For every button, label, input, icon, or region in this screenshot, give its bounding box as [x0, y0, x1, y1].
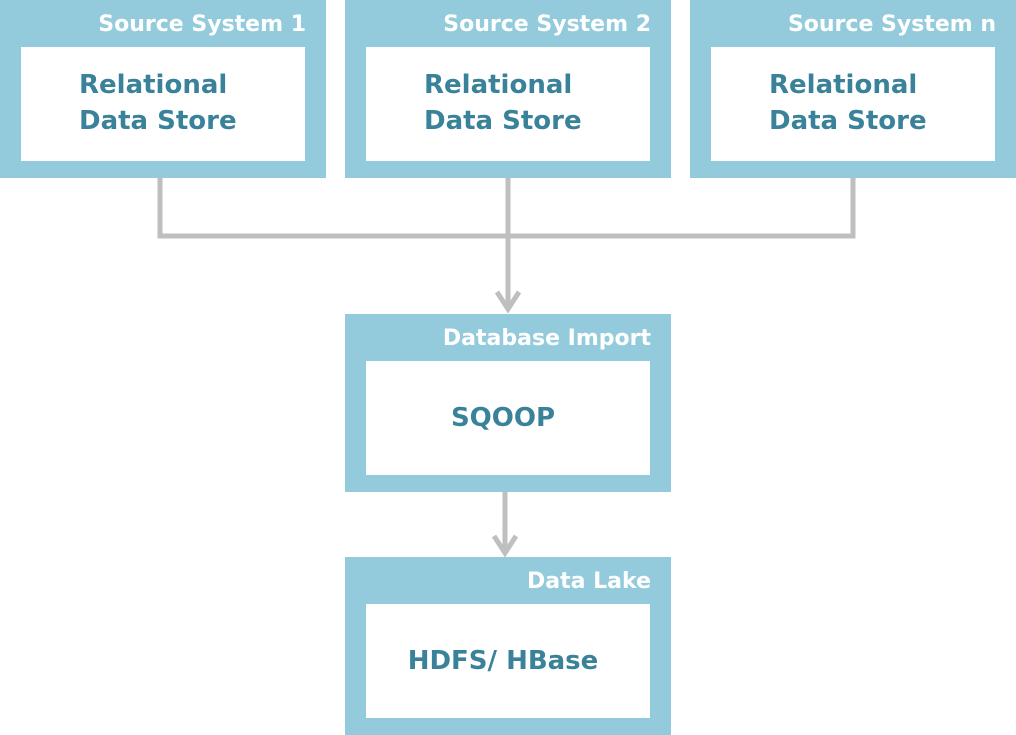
- source-system-n-title: Source System n: [787, 12, 996, 37]
- arrow-head-import: [494, 290, 522, 314]
- source-system-2-title: Source System 2: [443, 12, 651, 37]
- database-import-box: Database Import SQOOP: [345, 314, 671, 492]
- source-system-n-line-2: Data Store: [769, 106, 927, 136]
- source-system-1-box: Source System 1 Relational Data Store: [0, 0, 326, 178]
- data-lake-title: Data Lake: [527, 569, 651, 594]
- source-system-1-line-2: Data Store: [79, 106, 237, 136]
- database-import-label: SQOOP: [450, 403, 556, 433]
- source-system-2-line-2: Data Store: [424, 106, 582, 136]
- source-system-1-line-1: Relational: [79, 70, 228, 100]
- source-system-n-content: Relational Data Store: [711, 47, 995, 161]
- connector-source-n: [508, 178, 856, 239]
- source-system-1-content: Relational Data Store: [21, 47, 305, 161]
- connector-source-1: [157, 178, 508, 239]
- arrow-head-lake: [491, 534, 519, 558]
- data-lake-box: Data Lake HDFS/ HBase: [345, 557, 671, 735]
- source-system-2-content: Relational Data Store: [366, 47, 650, 161]
- source-system-2-line-1: Relational: [424, 70, 573, 100]
- source-system-2-box: Source System 2 Relational Data Store: [345, 0, 671, 178]
- source-system-n-line-1: Relational: [769, 70, 918, 100]
- source-system-1-title: Source System 1: [98, 12, 306, 37]
- database-import-content: SQOOP: [366, 361, 650, 475]
- database-import-title: Database Import: [442, 326, 651, 351]
- data-lake-content: HDFS/ HBase: [366, 604, 650, 718]
- data-lake-label: HDFS/ HBase: [407, 646, 599, 676]
- source-system-n-box: Source System n Relational Data Store: [690, 0, 1016, 178]
